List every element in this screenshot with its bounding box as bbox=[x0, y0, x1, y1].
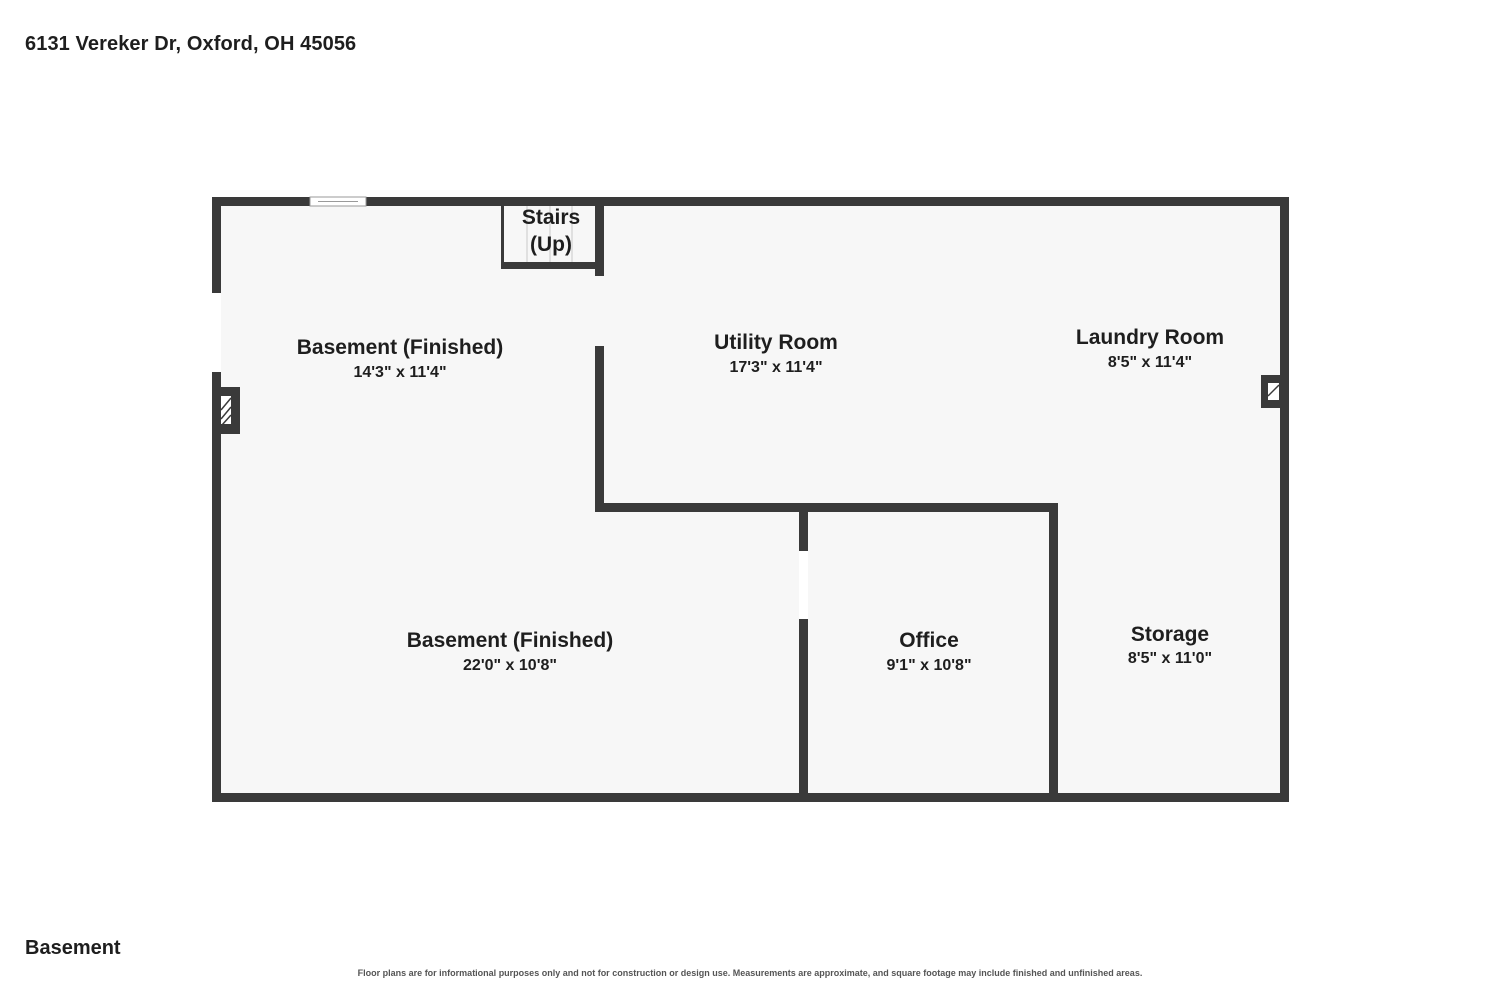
disclaimer-text: Floor plans are for informational purpos… bbox=[357, 968, 1143, 978]
interior-walls bbox=[595, 346, 1058, 802]
room-dims-utility-room: 17'3" x 11'4" bbox=[729, 359, 822, 376]
room-dims-storage: 8'5" x 11'0" bbox=[1128, 650, 1212, 667]
room-label-laundry-room: Laundry Room bbox=[1076, 326, 1224, 349]
room-label-storage: Storage bbox=[1131, 623, 1209, 646]
room-label-utility-room: Utility Room bbox=[714, 331, 838, 354]
wall-left-upper bbox=[212, 197, 221, 293]
window-office bbox=[799, 551, 808, 619]
window-left bbox=[212, 293, 221, 372]
stairs bbox=[501, 201, 604, 276]
room-label-basement-finished-2: Basement (Finished) bbox=[407, 629, 614, 652]
room-dims-laundry-room: 8'5" x 11'4" bbox=[1108, 354, 1192, 371]
floor-label: Basement bbox=[25, 937, 121, 959]
wall-left-lower bbox=[212, 372, 221, 802]
room-label-stairs-up: (Up) bbox=[530, 233, 572, 256]
wall-office-east bbox=[1049, 503, 1058, 802]
room-label-office: Office bbox=[899, 629, 959, 652]
wall-office-west-lower bbox=[799, 619, 808, 802]
room-dims-office: 9'1" x 10'8" bbox=[886, 657, 971, 674]
wall-utility-west bbox=[595, 346, 604, 512]
wall-utility-south bbox=[595, 503, 1058, 512]
room-label-stairs: Stairs bbox=[522, 206, 580, 229]
wall-top bbox=[212, 197, 1289, 206]
floor-area bbox=[216, 201, 1284, 797]
left-chimney-icon bbox=[216, 387, 240, 434]
room-dims-basement-finished-1: 14'3" x 11'4" bbox=[353, 364, 446, 381]
wall-bottom bbox=[212, 793, 1289, 802]
room-dims-basement-finished-2: 22'0" x 10'8" bbox=[463, 657, 557, 674]
right-vent-icon bbox=[1261, 375, 1285, 408]
window-top bbox=[309, 196, 367, 207]
wall-right bbox=[1280, 197, 1289, 802]
exterior-walls bbox=[212, 197, 1289, 802]
wall-office-west-upper bbox=[799, 503, 808, 551]
room-label-basement-finished-1: Basement (Finished) bbox=[297, 336, 504, 359]
property-address: 6131 Vereker Dr, Oxford, OH 45056 bbox=[25, 33, 357, 55]
